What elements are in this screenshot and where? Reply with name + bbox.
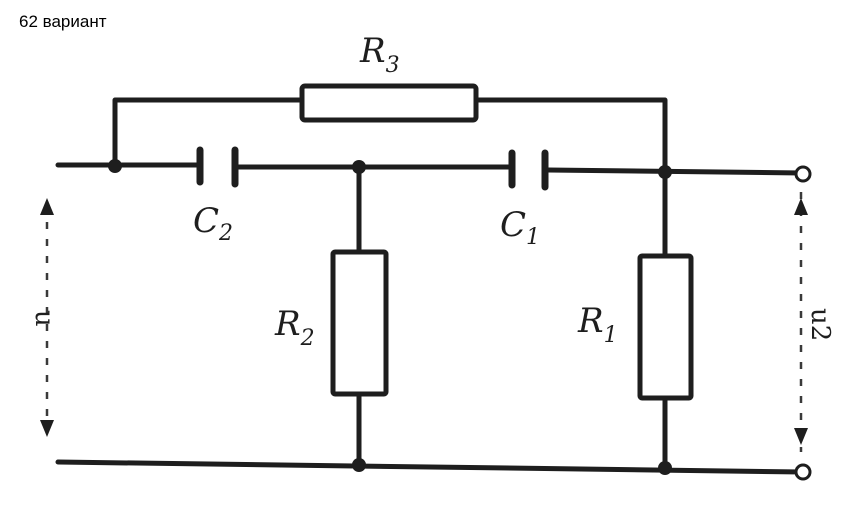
label-r2-index: 2 xyxy=(300,326,315,351)
wire-r3-bypass xyxy=(112,97,668,175)
resistor-r3 xyxy=(299,83,479,123)
output-arrow-up-icon xyxy=(794,198,808,215)
label-r1: R1 xyxy=(577,301,618,348)
junction-right xyxy=(658,165,672,179)
label-output-voltage: u2 xyxy=(805,308,835,341)
output-arrow-down-icon xyxy=(794,428,808,445)
label-r2: R2 xyxy=(274,304,315,351)
label-c1-letter: C xyxy=(500,205,526,245)
label-r3-letter: R xyxy=(359,31,386,71)
label-input-voltage: u xyxy=(29,310,59,327)
label-c2-letter: C xyxy=(193,201,219,241)
wire-ground-line xyxy=(55,459,805,475)
label-r3: R3 xyxy=(359,31,400,78)
label-r3-index: 3 xyxy=(386,53,400,78)
label-r1-letter: R xyxy=(577,301,604,341)
input-arrow-down-icon xyxy=(40,420,54,437)
resistor-r1 xyxy=(637,253,694,401)
label-r2-letter: R xyxy=(274,304,301,344)
junction-bottom-middle xyxy=(352,458,366,472)
resistor-r2 xyxy=(330,249,389,397)
label-r1-index: 1 xyxy=(604,323,618,348)
output-terminal-top xyxy=(794,165,812,183)
wire-main-line xyxy=(55,162,805,176)
variant-title: 62 вариант xyxy=(19,12,107,31)
junction-left xyxy=(108,159,122,173)
label-c1-index: 1 xyxy=(526,225,540,250)
input-arrow-up-icon xyxy=(40,198,54,215)
junction-middle xyxy=(352,160,366,174)
label-c1: C1 xyxy=(500,205,540,250)
label-c2-index: 2 xyxy=(218,221,233,246)
output-terminal-bottom xyxy=(794,463,812,481)
junction-bottom-right xyxy=(658,461,672,475)
label-c2: C2 xyxy=(193,201,233,246)
